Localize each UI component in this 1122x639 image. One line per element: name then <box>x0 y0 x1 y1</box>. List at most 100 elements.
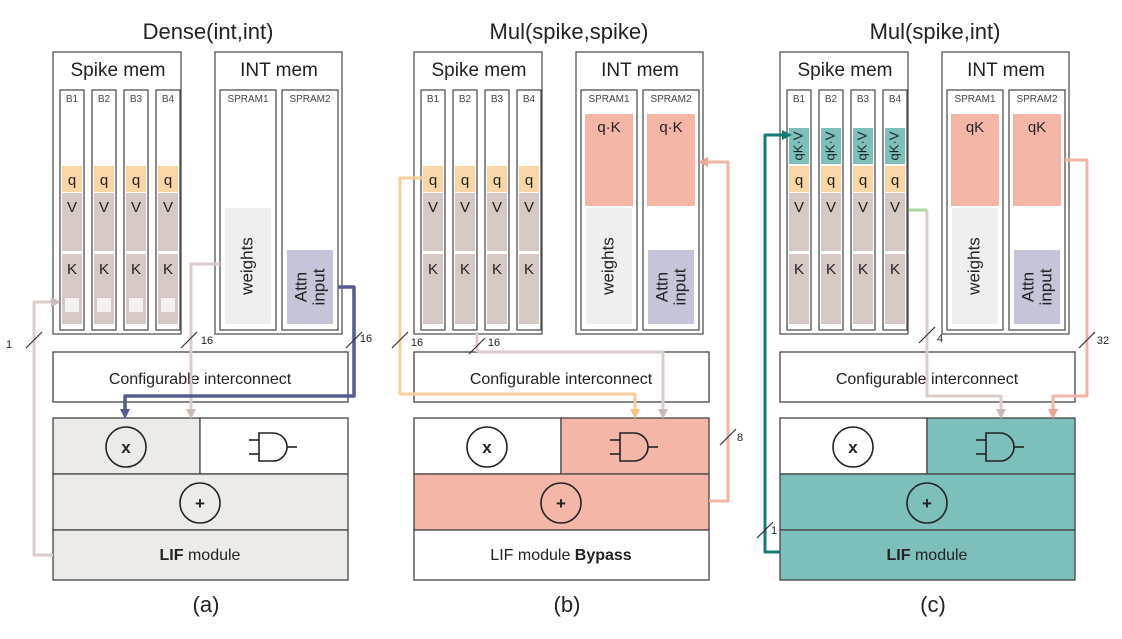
bank-q-label: q <box>164 172 172 189</box>
spram-top-cell <box>1013 114 1061 206</box>
width-slash <box>756 521 774 539</box>
and-gate-symbol-body <box>985 432 1015 462</box>
bank-v-label: V <box>794 199 804 216</box>
attn-input-label: input <box>670 268 689 305</box>
bank-q-cell <box>126 166 146 192</box>
bank-k-label: K <box>890 261 900 278</box>
bank-v-cell <box>423 193 443 251</box>
bank-qkv-cell <box>821 128 841 164</box>
qk-read-line <box>1048 158 1089 419</box>
weights-label: weights <box>964 237 983 296</box>
spram-label: SPRAM1 <box>954 94 996 105</box>
adder-label: + <box>195 494 205 513</box>
bank-label: B4 <box>889 94 902 105</box>
spike-mem-title: Spike mem <box>70 60 165 81</box>
bank-q-cell <box>885 166 905 192</box>
bank-k-label: K <box>99 261 109 278</box>
bank-q-cell <box>62 166 82 192</box>
bank-k-cell <box>519 254 539 324</box>
bank-v-cell <box>94 193 114 251</box>
width-slash <box>1078 331 1096 349</box>
bank-v-cell <box>519 193 539 251</box>
width-slash <box>180 331 198 349</box>
bank-q-cell <box>423 166 443 192</box>
multiplier-label: x <box>121 438 131 457</box>
bank-k-label: K <box>826 261 836 278</box>
attn-label: Attn <box>1018 272 1037 302</box>
int-mem-title: INT mem <box>240 60 318 81</box>
attn-input-block <box>1014 250 1060 324</box>
bank-v-cell <box>455 193 475 251</box>
spike-mem-title: Spike mem <box>431 60 526 81</box>
bank-v-label: V <box>99 199 109 216</box>
adder-symbol <box>906 482 948 524</box>
bank-v-label: V <box>858 199 868 216</box>
and-gate-cell <box>926 417 1076 475</box>
bank-k-label: K <box>794 261 804 278</box>
lif-output-line <box>763 130 792 554</box>
and-gate-cell <box>560 417 710 475</box>
width-slash <box>719 428 737 446</box>
bus-width-label: 1 <box>6 339 12 351</box>
k-spike-line <box>477 350 668 419</box>
bank-qkv-label: qK·V <box>854 131 869 160</box>
qk-writeback-line <box>698 157 730 503</box>
bank-v-label: V <box>460 199 470 216</box>
lif-module-label: LIF module Bypass <box>490 547 632 564</box>
bus-width-label: 4 <box>937 333 943 345</box>
multiplier-symbol <box>832 426 874 468</box>
attn-input-line <box>120 285 356 419</box>
bank-v-cell <box>789 193 809 251</box>
lif-module-label: LIF module <box>160 547 241 564</box>
bank-q-label: q <box>525 172 533 189</box>
bank-k-cell <box>885 254 905 324</box>
bank-q-label: q <box>100 172 108 189</box>
q-spike-line <box>398 176 640 419</box>
lif-module-cell <box>413 529 710 581</box>
bus-width-label: 16 <box>201 335 213 347</box>
bus-width-label: 16 <box>360 333 372 345</box>
bank-empty-slot <box>161 298 175 312</box>
bank-v-cell <box>821 193 841 251</box>
bank-v-cell <box>885 193 905 251</box>
bank-k-label: K <box>428 261 438 278</box>
multiplier-label: x <box>482 438 492 457</box>
attn-label: Attn <box>652 272 671 302</box>
and-gate-cell <box>199 417 349 475</box>
attn-input-label: input <box>1036 268 1055 305</box>
multiplier-symbol <box>466 426 508 468</box>
lif-rest: module <box>911 547 968 564</box>
bank-q-cell <box>789 166 809 192</box>
bank-k-label: K <box>524 261 534 278</box>
width-slash <box>345 331 363 349</box>
and-gate-symbol <box>976 432 1024 462</box>
bank-label: B4 <box>523 94 536 105</box>
spram-top-cell <box>585 114 633 206</box>
bank-qkv-cell <box>789 128 809 164</box>
bus-width-label: 16 <box>488 337 500 349</box>
panel-caption: (b) <box>554 592 581 617</box>
panel-title: Mul(spike,spike) <box>490 19 649 44</box>
int-mem-title: INT mem <box>601 60 679 81</box>
width-slash <box>468 337 486 355</box>
adder-symbol <box>540 482 582 524</box>
bank-v-label: V <box>524 199 534 216</box>
bank-k-cell <box>423 254 443 324</box>
bank-v-label: V <box>131 199 141 216</box>
interconnect-box <box>52 351 349 403</box>
bank-q-cell <box>853 166 873 192</box>
interconnect-label: Configurable interconnect <box>109 371 292 388</box>
attn-input-label: input <box>309 268 328 305</box>
adder-cell <box>413 473 710 531</box>
bank-qkv-label: qK·V <box>886 131 901 160</box>
bank-q-cell <box>158 166 178 192</box>
bank-k-cell <box>821 254 841 324</box>
attn-label: Attn <box>291 272 310 302</box>
lif-bold: LIF <box>160 547 184 564</box>
bank-k-cell <box>487 254 507 324</box>
panel-title: Dense(int,int) <box>143 19 274 44</box>
lif-module-cell <box>779 529 1076 581</box>
bank-label: B2 <box>98 94 111 105</box>
